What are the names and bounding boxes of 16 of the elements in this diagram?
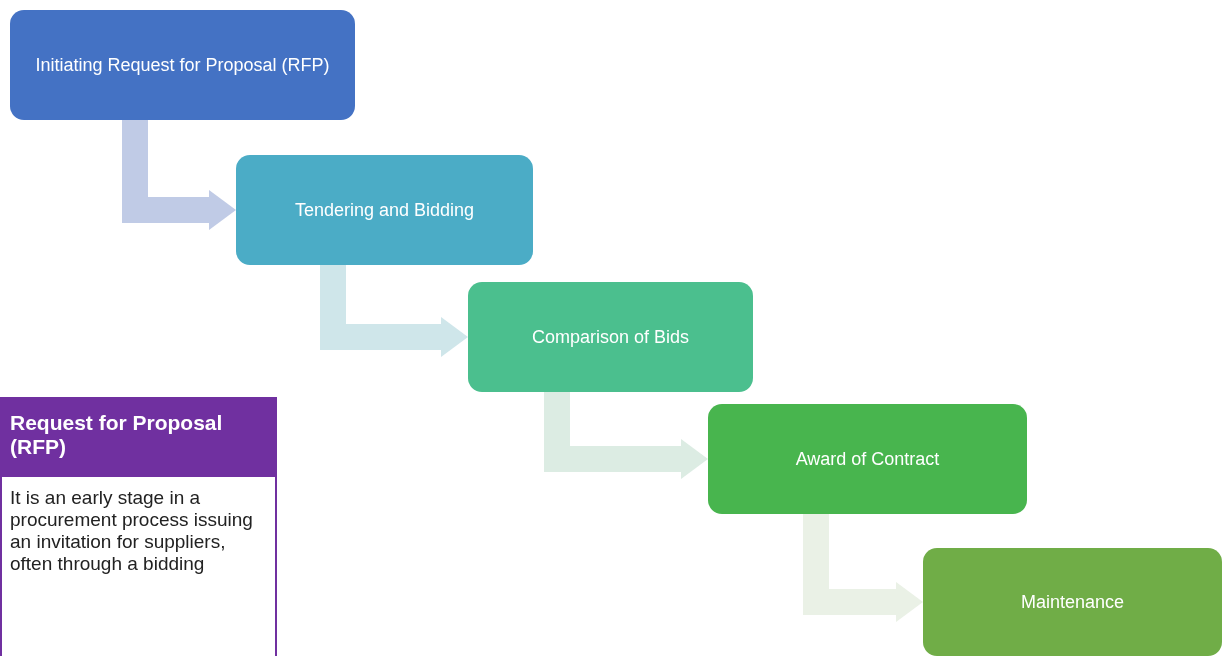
process-step-box bbox=[923, 548, 1222, 656]
bent-arrow bbox=[320, 265, 468, 357]
step-label: Comparison of Bids bbox=[531, 327, 690, 347]
card-description: It is an early stage in a procurement process issuing an invitation for suppliers, often through a bidding bbox=[9, 486, 254, 575]
card-heading: Request for Proposal (RFP) bbox=[2, 397, 275, 477]
step-label: Award of Contract bbox=[795, 449, 940, 469]
process-step-box bbox=[236, 155, 533, 265]
bent-arrow bbox=[803, 514, 923, 622]
process-step-box bbox=[708, 404, 1027, 514]
step-label: Initiating Request for Proposal (RFP) bbox=[35, 55, 330, 75]
process-step-box bbox=[468, 282, 753, 392]
bent-arrow bbox=[544, 392, 708, 479]
step-label: Maintenance bbox=[1020, 592, 1125, 612]
info-card bbox=[0, 397, 277, 656]
process-step-box bbox=[10, 10, 355, 120]
step-label: Tendering and Bidding bbox=[294, 200, 475, 220]
